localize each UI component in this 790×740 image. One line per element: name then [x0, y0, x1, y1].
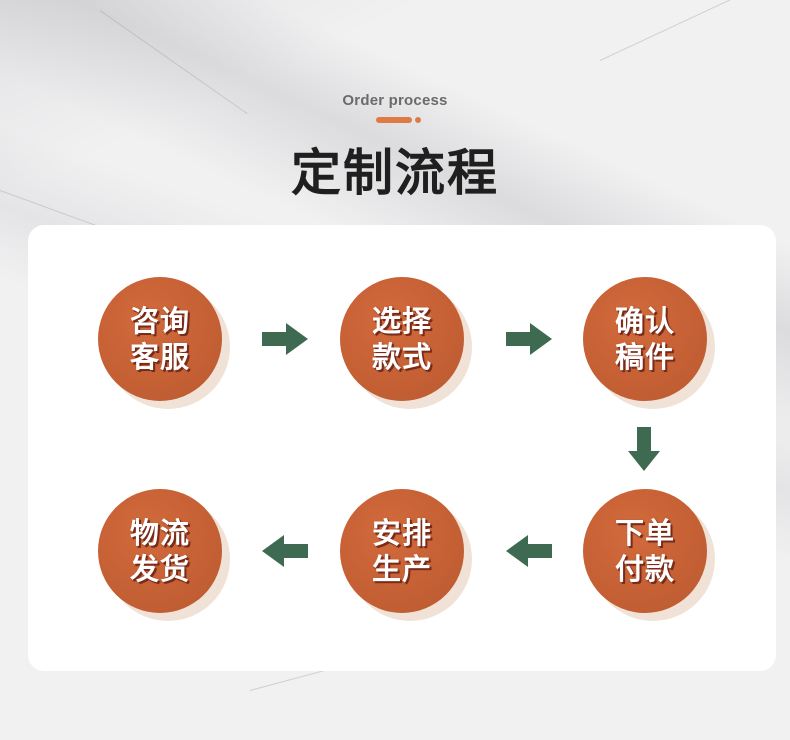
- marble-vein: [599, 0, 773, 61]
- section-subtitle: Order process: [342, 92, 448, 109]
- step-label-line2: 款式: [371, 340, 432, 374]
- step-label-line2: 发货: [129, 552, 190, 586]
- step-label-line2: 客服: [129, 340, 190, 374]
- arrow-left-icon: [262, 535, 308, 567]
- step-circle: 安排 生产: [340, 489, 464, 613]
- arrow-left-icon: [506, 535, 552, 567]
- step-circle: 咨询 客服: [98, 277, 222, 401]
- step-circle: 确认 稿件: [583, 277, 707, 401]
- step-label-line1: 安排: [371, 516, 432, 550]
- step-label-line1: 咨询: [129, 304, 190, 338]
- step-label-line1: 确认: [614, 304, 675, 338]
- step-label-line1: 下单: [614, 516, 675, 550]
- divider-bar: [376, 117, 412, 123]
- process-step-payment: 下单 付款: [583, 489, 715, 621]
- arrow-right-icon: [262, 323, 308, 355]
- step-label-line1: 物流: [129, 516, 190, 550]
- process-card: 咨询 客服 选择 款式 确认 稿件 下单 付款: [28, 225, 776, 671]
- process-step-confirm-draft: 确认 稿件: [583, 277, 715, 409]
- step-circle: 物流 发货: [98, 489, 222, 613]
- process-step-production: 安排 生产: [340, 489, 472, 621]
- process-step-shipping: 物流 发货: [98, 489, 230, 621]
- step-label-line2: 稿件: [614, 340, 675, 374]
- step-circle: 选择 款式: [340, 277, 464, 401]
- step-label-line1: 选择: [371, 304, 432, 338]
- divider-dot: [415, 117, 421, 123]
- arrow-right-icon: [506, 323, 552, 355]
- step-circle: 下单 付款: [583, 489, 707, 613]
- decorative-divider: [365, 117, 425, 123]
- arrow-down-icon: [628, 427, 660, 471]
- page-title: 定制流程: [291, 144, 499, 202]
- section-header: Order process 定制流程: [0, 92, 790, 205]
- process-step-consult: 咨询 客服: [98, 277, 230, 409]
- process-step-select-style: 选择 款式: [340, 277, 472, 409]
- step-label-line2: 付款: [614, 552, 675, 586]
- step-label-line2: 生产: [371, 552, 432, 586]
